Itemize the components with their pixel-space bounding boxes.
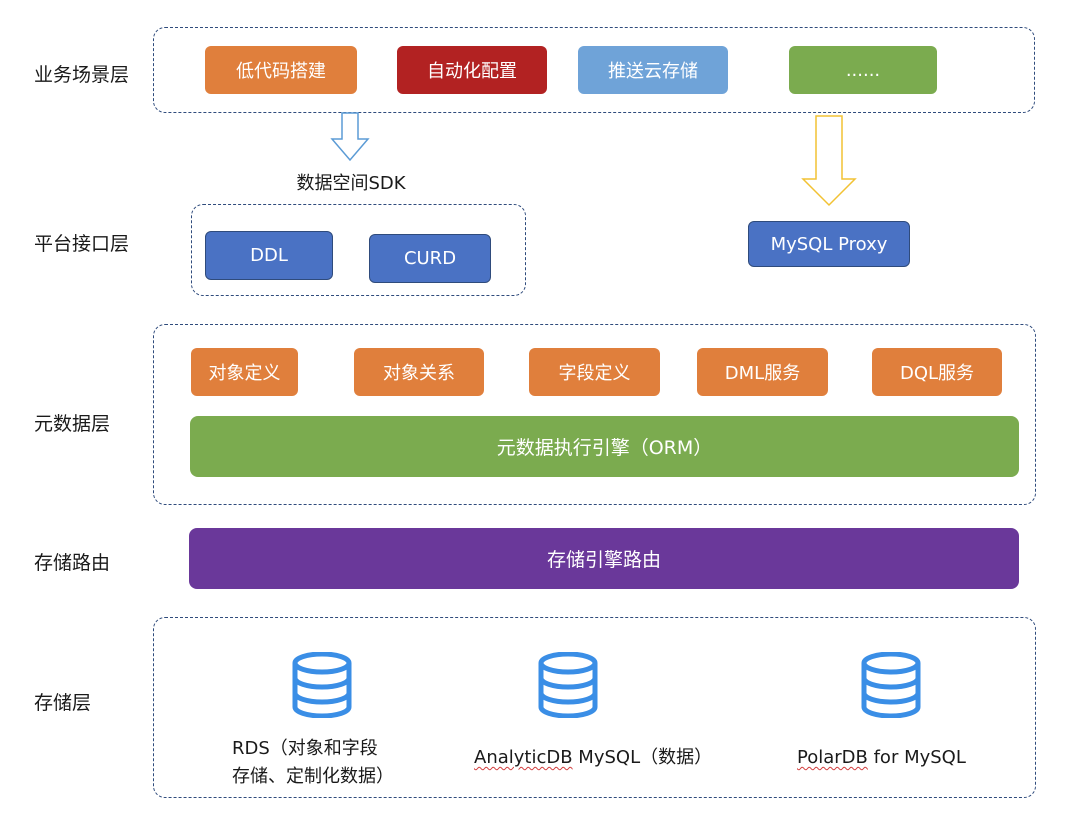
analyticdb-database-icon xyxy=(538,652,598,718)
rds-database-icon xyxy=(292,652,352,718)
platform-layer-container xyxy=(191,204,526,296)
layer-label-metadata: 元数据层 xyxy=(34,413,111,435)
polardb-label: PolarDB for MySQL xyxy=(797,744,966,772)
layer-label-business: 业务场景层 xyxy=(34,64,130,86)
analyticdb-label: AnalyticDB MySQL（数据） xyxy=(474,744,712,772)
analyticdb-desc: MySQL（数据） xyxy=(572,747,713,768)
sdk-label: 数据空间SDK xyxy=(296,173,406,194)
business-item-autoconfig: 自动化配置 xyxy=(397,46,547,94)
rds-label: RDS（对象和字段 存储、定制化数据） xyxy=(232,735,394,791)
business-item-cloudpush: 推送云存储 xyxy=(578,46,728,94)
meta-item-field-def: 字段定义 xyxy=(529,348,660,396)
meta-item-dml-service: DML服务 xyxy=(697,348,828,396)
polardb-database-icon xyxy=(861,652,921,718)
business-layer-container xyxy=(153,27,1035,113)
proxy-arrow-icon xyxy=(801,115,857,207)
rds-label-line2: 存储、定制化数据） xyxy=(232,766,394,787)
storage-router-bar: 存储引擎路由 xyxy=(189,528,1019,589)
business-item-lowcode: 低代码搭建 xyxy=(205,46,357,94)
meta-item-object-def: 对象定义 xyxy=(191,348,298,396)
layer-label-storage: 存储层 xyxy=(34,692,92,714)
polardb-desc: for MySQL xyxy=(867,747,966,768)
platform-item-ddl: DDL xyxy=(205,231,333,280)
analyticdb-name: AnalyticDB xyxy=(474,747,573,768)
platform-item-curd: CURD xyxy=(369,234,491,283)
layer-label-platform: 平台接口层 xyxy=(34,233,130,255)
storage-layer-container xyxy=(153,617,1036,798)
layer-label-routing: 存储路由 xyxy=(34,552,111,574)
sdk-arrow-icon xyxy=(330,112,370,162)
meta-item-dql-service: DQL服务 xyxy=(872,348,1002,396)
orm-engine-bar: 元数据执行引擎（ORM） xyxy=(190,416,1019,477)
meta-item-object-rel: 对象关系 xyxy=(354,348,484,396)
rds-label-line1: RDS（对象和字段 xyxy=(232,738,378,759)
business-item-more: ...... xyxy=(789,46,937,94)
mysql-proxy-box: MySQL Proxy xyxy=(748,221,910,267)
polardb-name: PolarDB xyxy=(797,747,868,768)
metadata-layer-container xyxy=(153,324,1036,505)
